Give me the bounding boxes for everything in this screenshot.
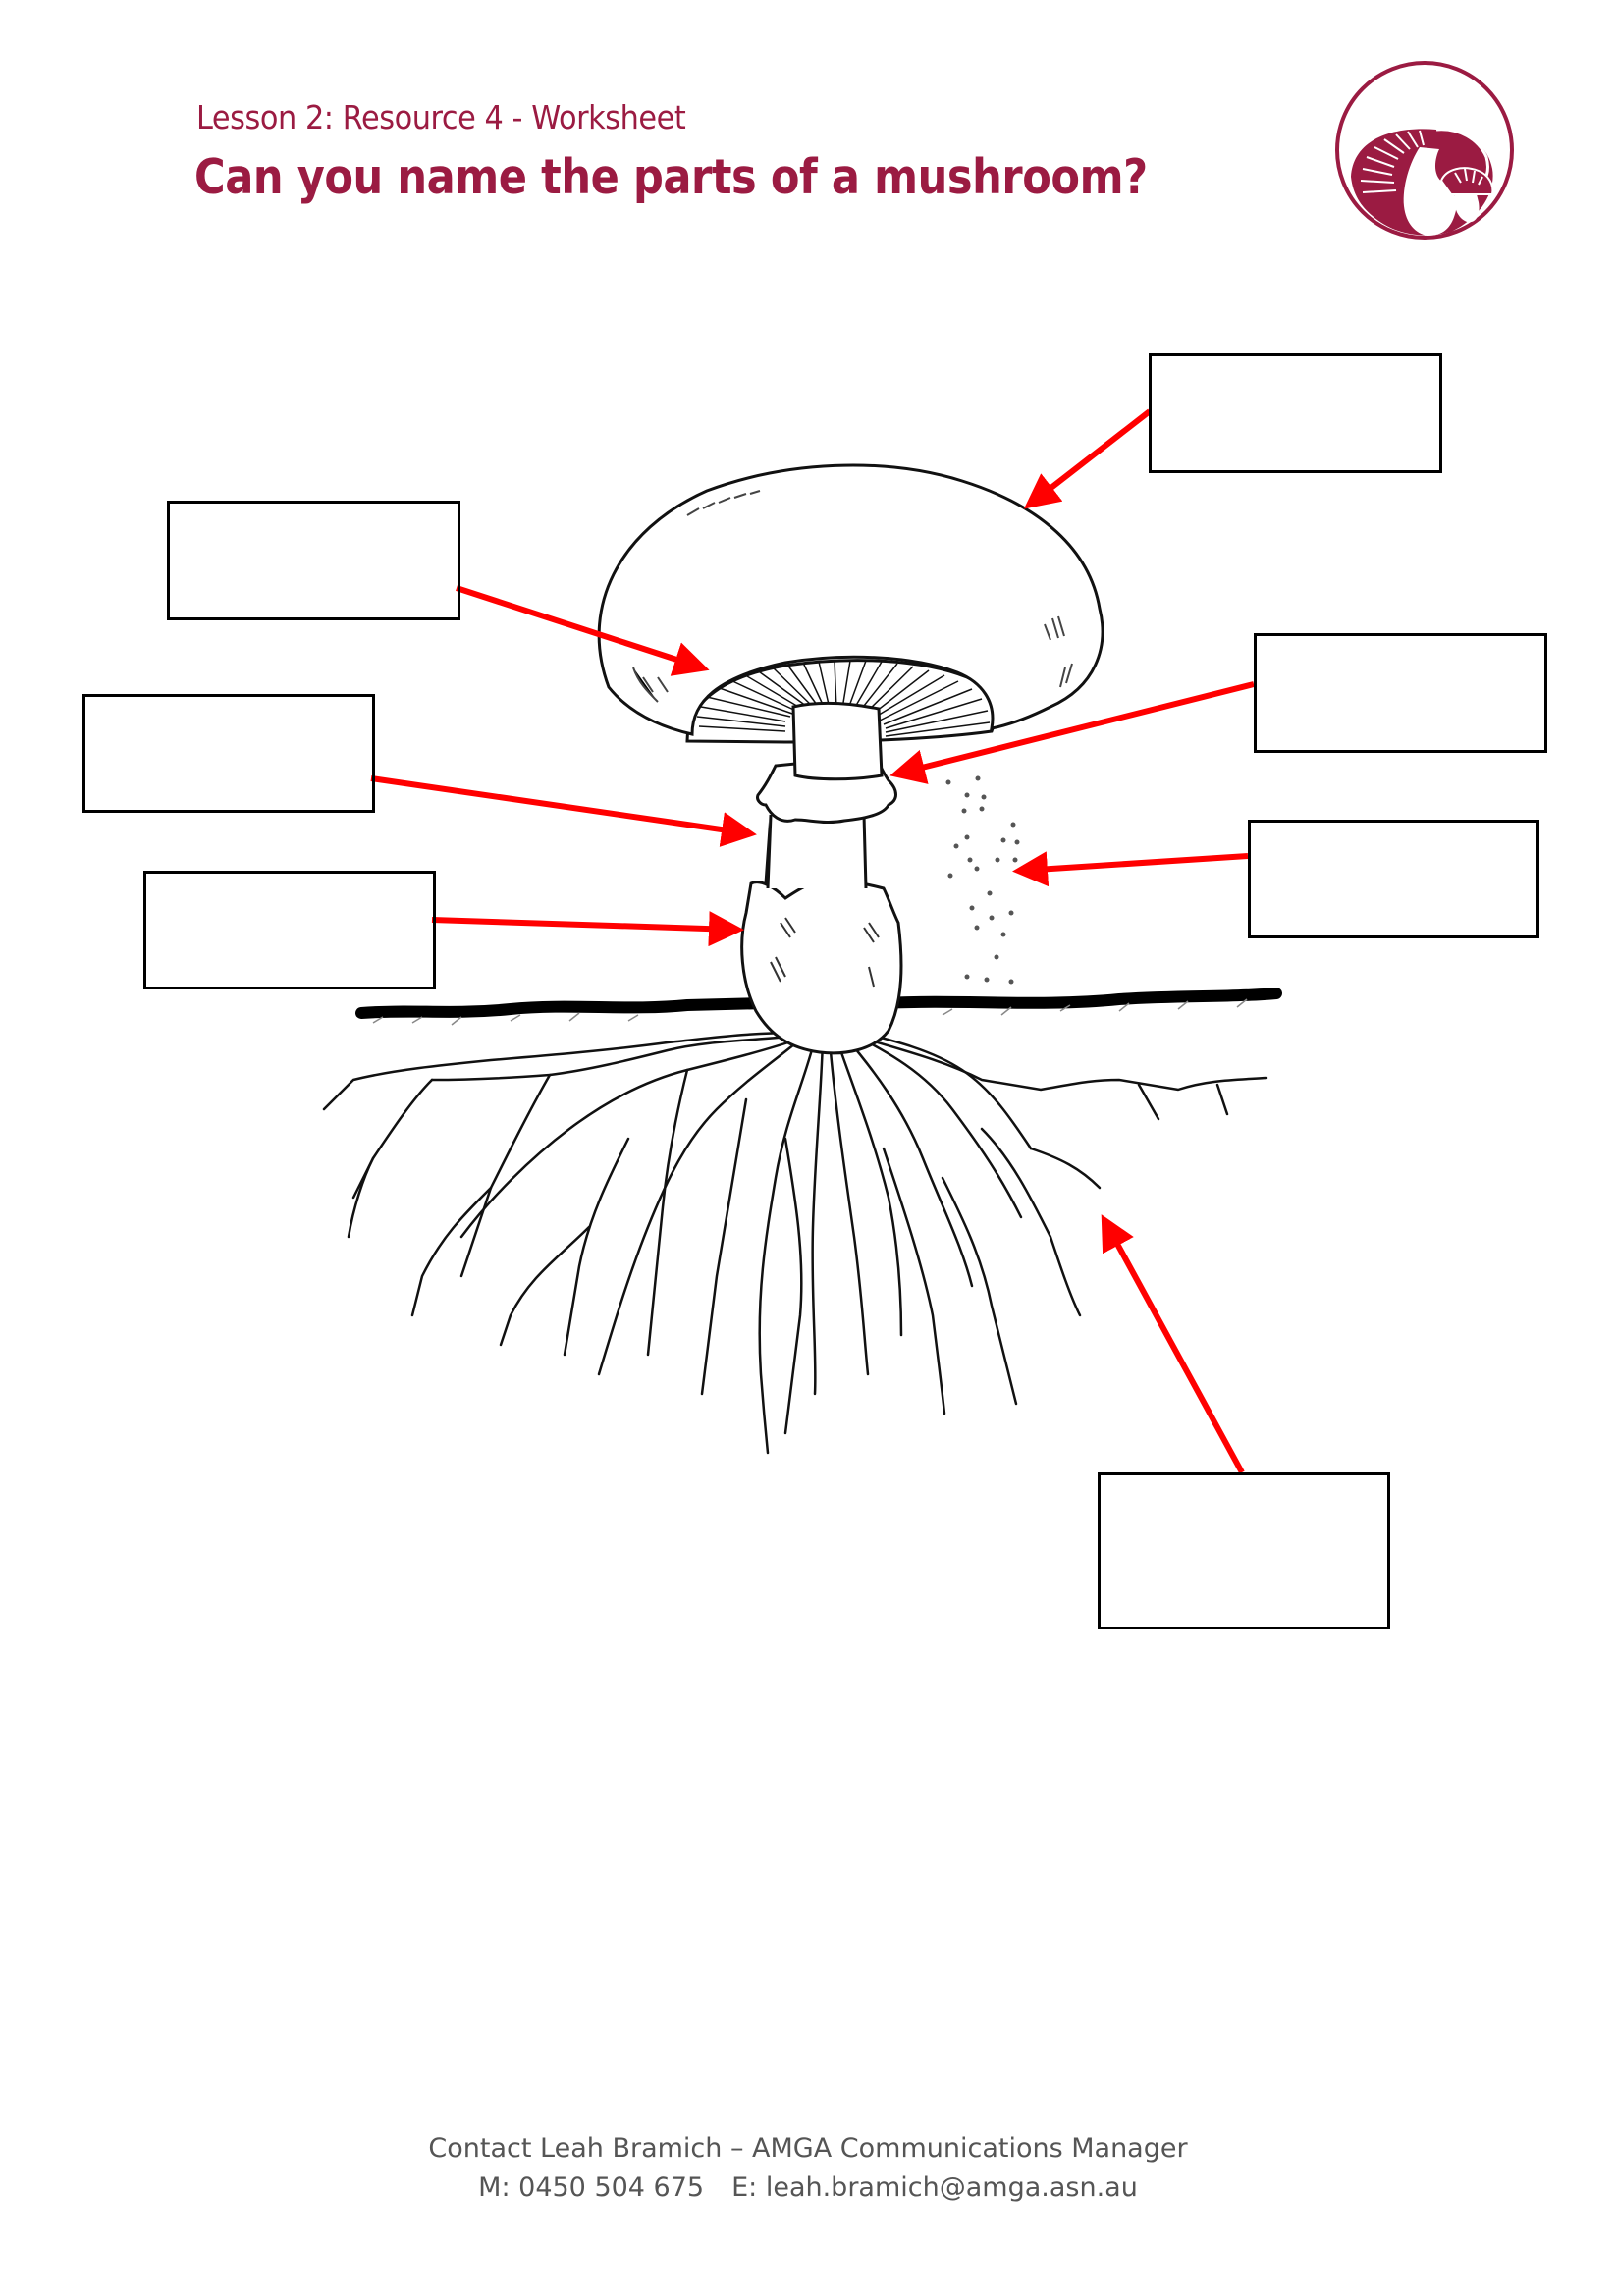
label-box-stem[interactable] — [82, 694, 375, 813]
arrow-cap — [1023, 408, 1152, 509]
spores-drawing — [945, 775, 1020, 985]
arrow-mycelium — [1101, 1214, 1245, 1474]
gill-lines — [696, 660, 991, 737]
footer-mobile: M: 0450 504 675 — [478, 2172, 705, 2203]
mycelium-drawing — [322, 1029, 1268, 1455]
cap-drawing — [597, 463, 1104, 736]
arrow-ring — [889, 681, 1255, 784]
label-box-gills[interactable] — [167, 501, 460, 620]
label-box-ring[interactable] — [1254, 633, 1547, 753]
arrow-spores — [1012, 851, 1249, 887]
mushroom-logo-icon — [1335, 61, 1514, 240]
arrow-volva — [431, 911, 744, 947]
volva-drawing — [740, 880, 903, 1055]
footer-email[interactable]: E: leah.bramich@amga.asn.au — [731, 2172, 1138, 2203]
worksheet-subtitle: Lesson 2: Resource 4 - Worksheet — [196, 98, 686, 136]
label-box-cap[interactable] — [1149, 353, 1442, 473]
arrow-gills — [456, 585, 710, 676]
footer-contact-details: M: 0450 504 675 E: leah.bramich@amga.asn.… — [0, 2172, 1616, 2203]
label-box-spores[interactable] — [1248, 820, 1539, 938]
label-box-mycelium[interactable] — [1098, 1472, 1390, 1629]
arrow-stem — [370, 775, 757, 847]
footer-contact: Contact Leah Bramich – AMGA Communicatio… — [428, 2133, 1188, 2163]
label-box-volva[interactable] — [143, 871, 436, 989]
page-title: Can you name the parts of a mushroom? — [194, 149, 1148, 205]
